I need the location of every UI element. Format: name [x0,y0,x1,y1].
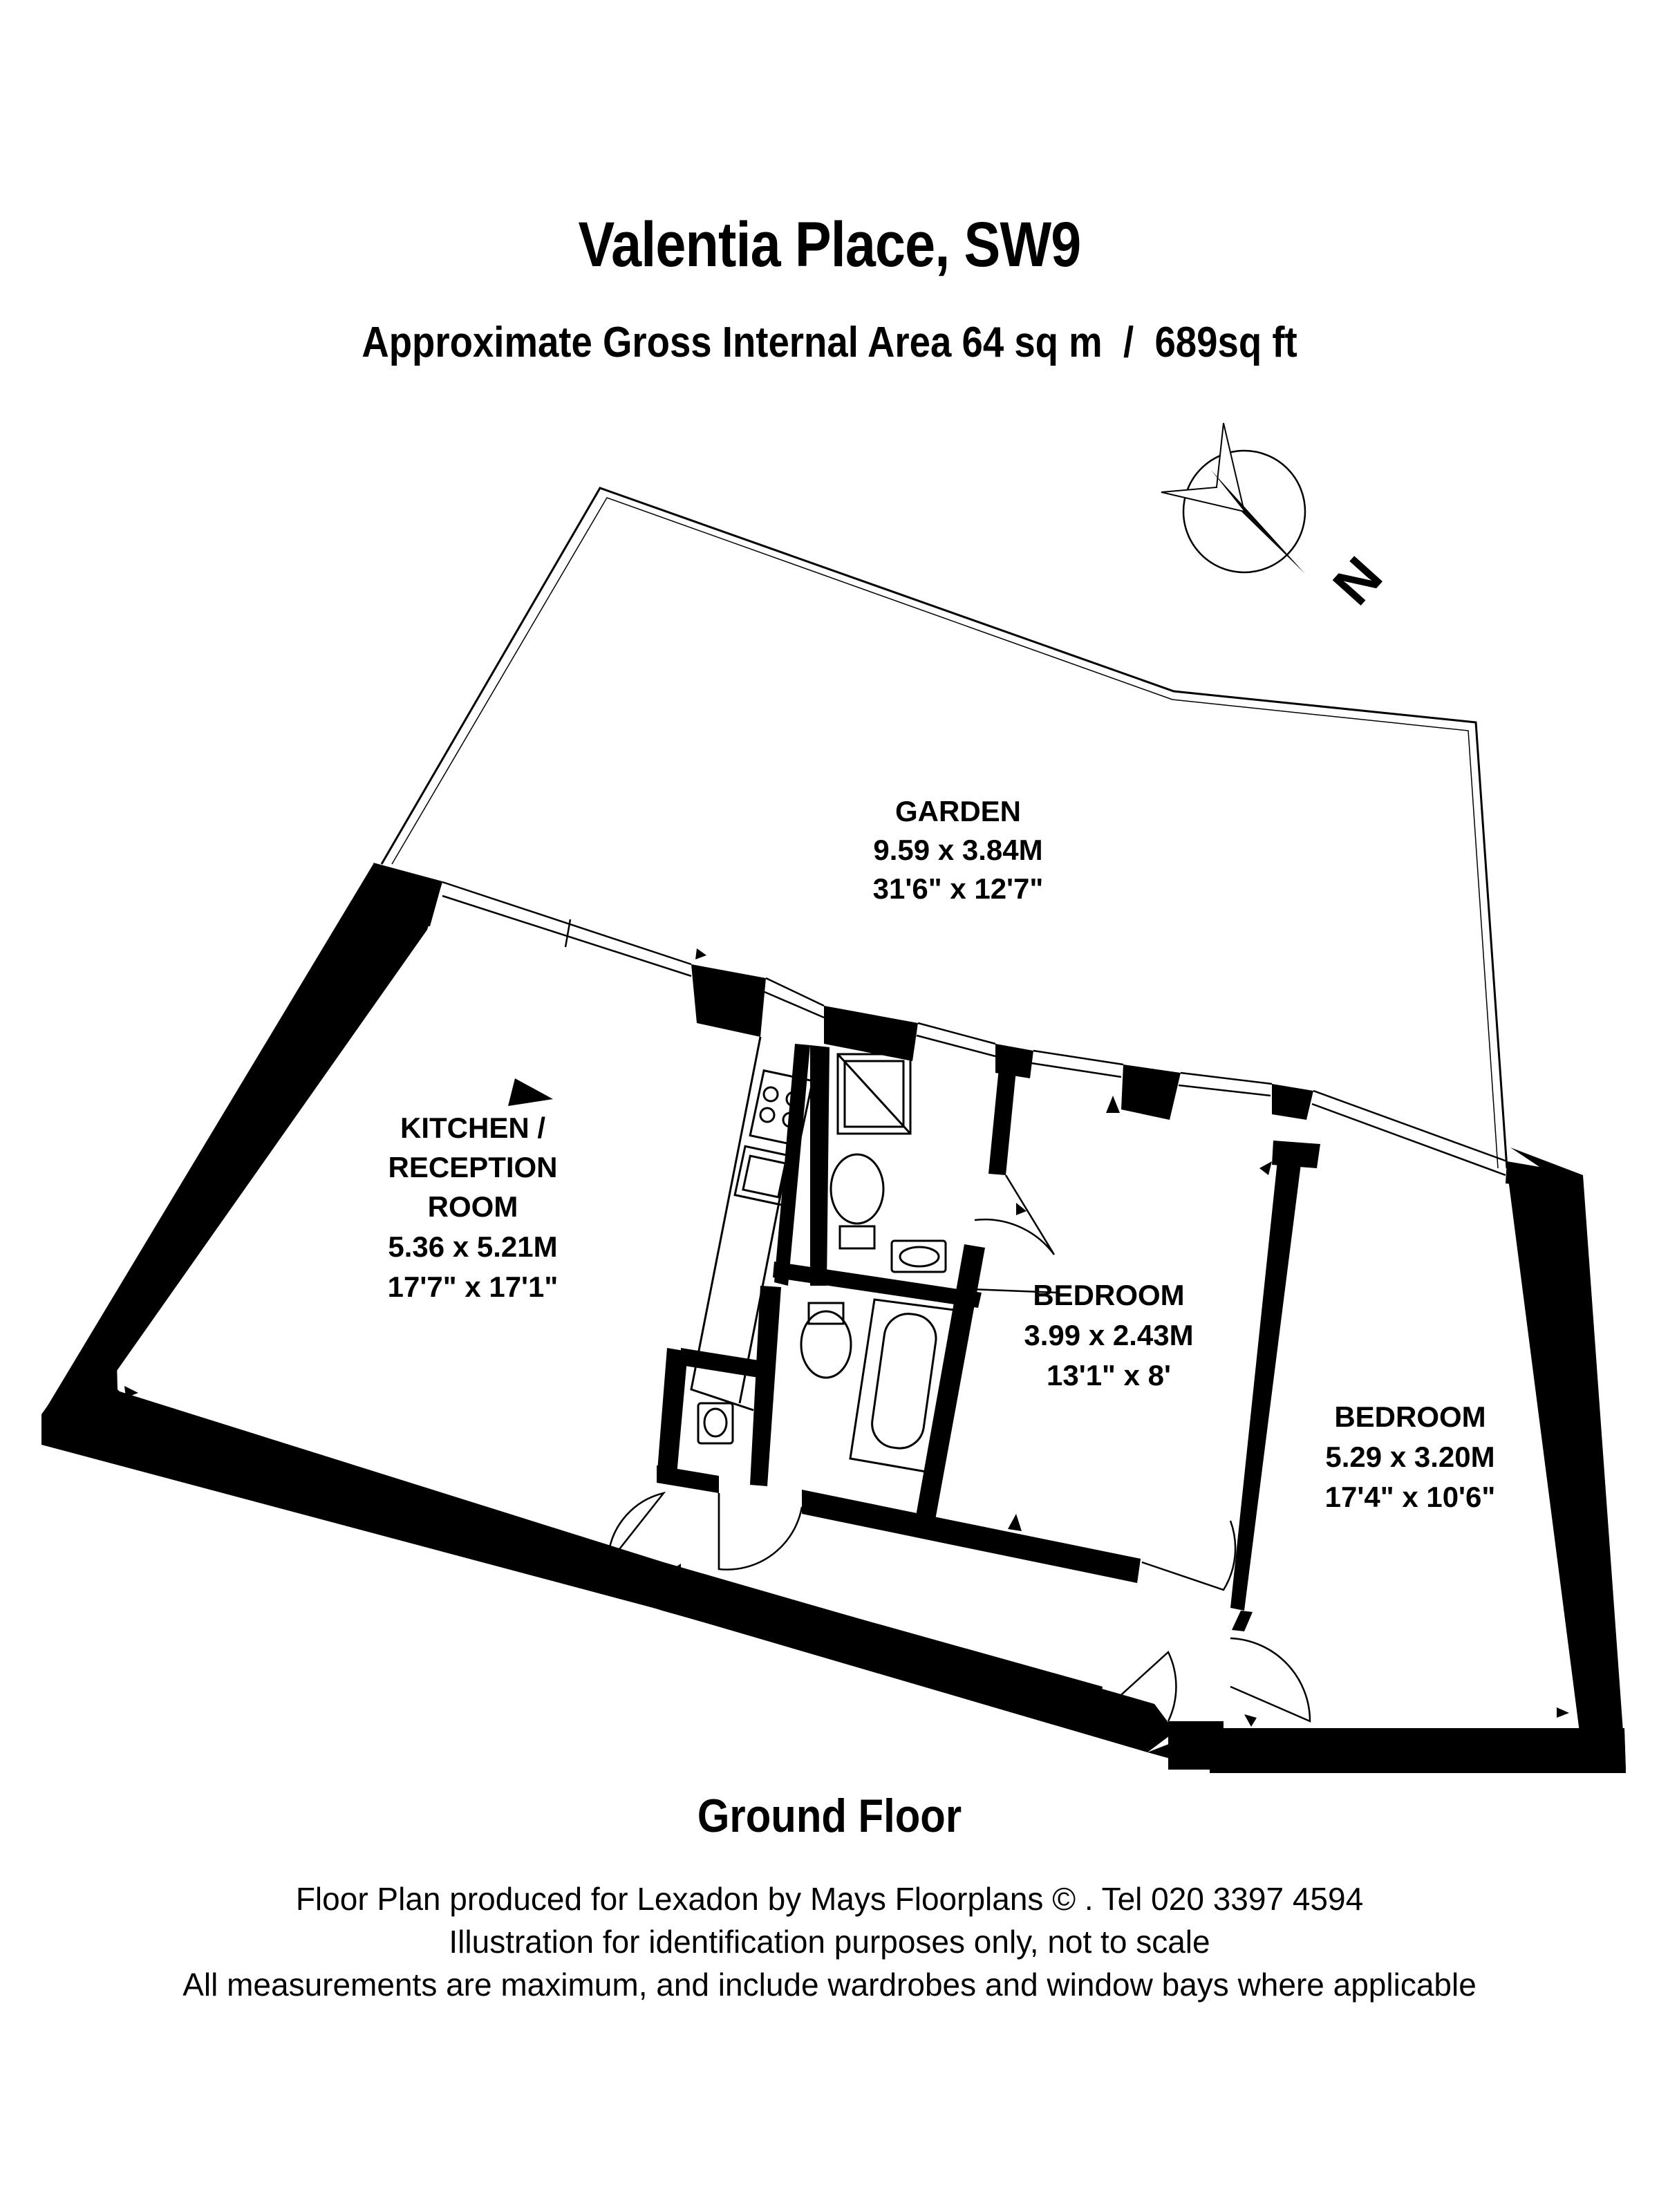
room-label-bedroom-1: BEDROOM 3.99 x 2.43M 13'1" x 8' [1024,1279,1193,1391]
bedroom2-imperial: 17'4" x 10'6" [1325,1481,1496,1513]
bedroom2-name: BEDROOM [1334,1400,1485,1433]
toilets [800,1153,885,1379]
footer-disclaimer: Illustration for identification purposes… [449,1924,1210,1960]
floor-label: Ground Floor [697,1790,962,1842]
kitchen-name-line3: ROOM [428,1190,518,1223]
north-label: N [1321,545,1394,616]
kitchen-name-line1: KITCHEN / [400,1112,545,1144]
windows [442,881,1508,1177]
room-label-garden: GARDEN 9.59 x 3.84M 31'6" x 12'7" [873,795,1044,905]
walls [43,863,1626,1773]
kitchen-counter [690,1036,814,1412]
room-label-kitchen: KITCHEN / RECEPTION ROOM 5.36 x 5.21M 17… [388,1112,559,1303]
kitchen-imperial: 17'7" x 17'1" [388,1271,559,1303]
shower-tray [836,1053,912,1135]
garden-imperial: 31'6" x 12'7" [873,872,1044,905]
property-title: Valentia Place, SW9 [578,209,1082,280]
direction-markers [124,948,1569,1727]
basins [697,1239,947,1445]
garden-metric: 9.59 x 3.84M [873,834,1042,866]
footer-measurements-note: All measurements are maximum, and includ… [182,1967,1477,2003]
door-swings [605,1174,1311,1723]
footer-credit: Floor Plan produced for Lexadon by Mays … [295,1881,1364,1917]
interior-walls [657,1044,1320,1631]
bedroom1-name: BEDROOM [1033,1279,1184,1311]
bedroom1-imperial: 13'1" x 8' [1047,1359,1171,1391]
garden-boundary [380,487,1508,1169]
compass-icon: N [1161,422,1394,616]
gross-area-line: Approximate Gross Internal Area 64 sq m … [362,319,1297,366]
garden-name: GARDEN [895,795,1021,827]
bathtub [849,1298,955,1474]
kitchen-metric: 5.36 x 5.21M [388,1230,557,1263]
bedroom1-metric: 3.99 x 2.43M [1024,1319,1193,1351]
kitchen-name-line2: RECEPTION [388,1151,557,1183]
bedroom2-metric: 5.29 x 3.20M [1325,1441,1494,1473]
room-label-bedroom-2: BEDROOM 5.29 x 3.20M 17'4" x 10'6" [1325,1400,1496,1513]
